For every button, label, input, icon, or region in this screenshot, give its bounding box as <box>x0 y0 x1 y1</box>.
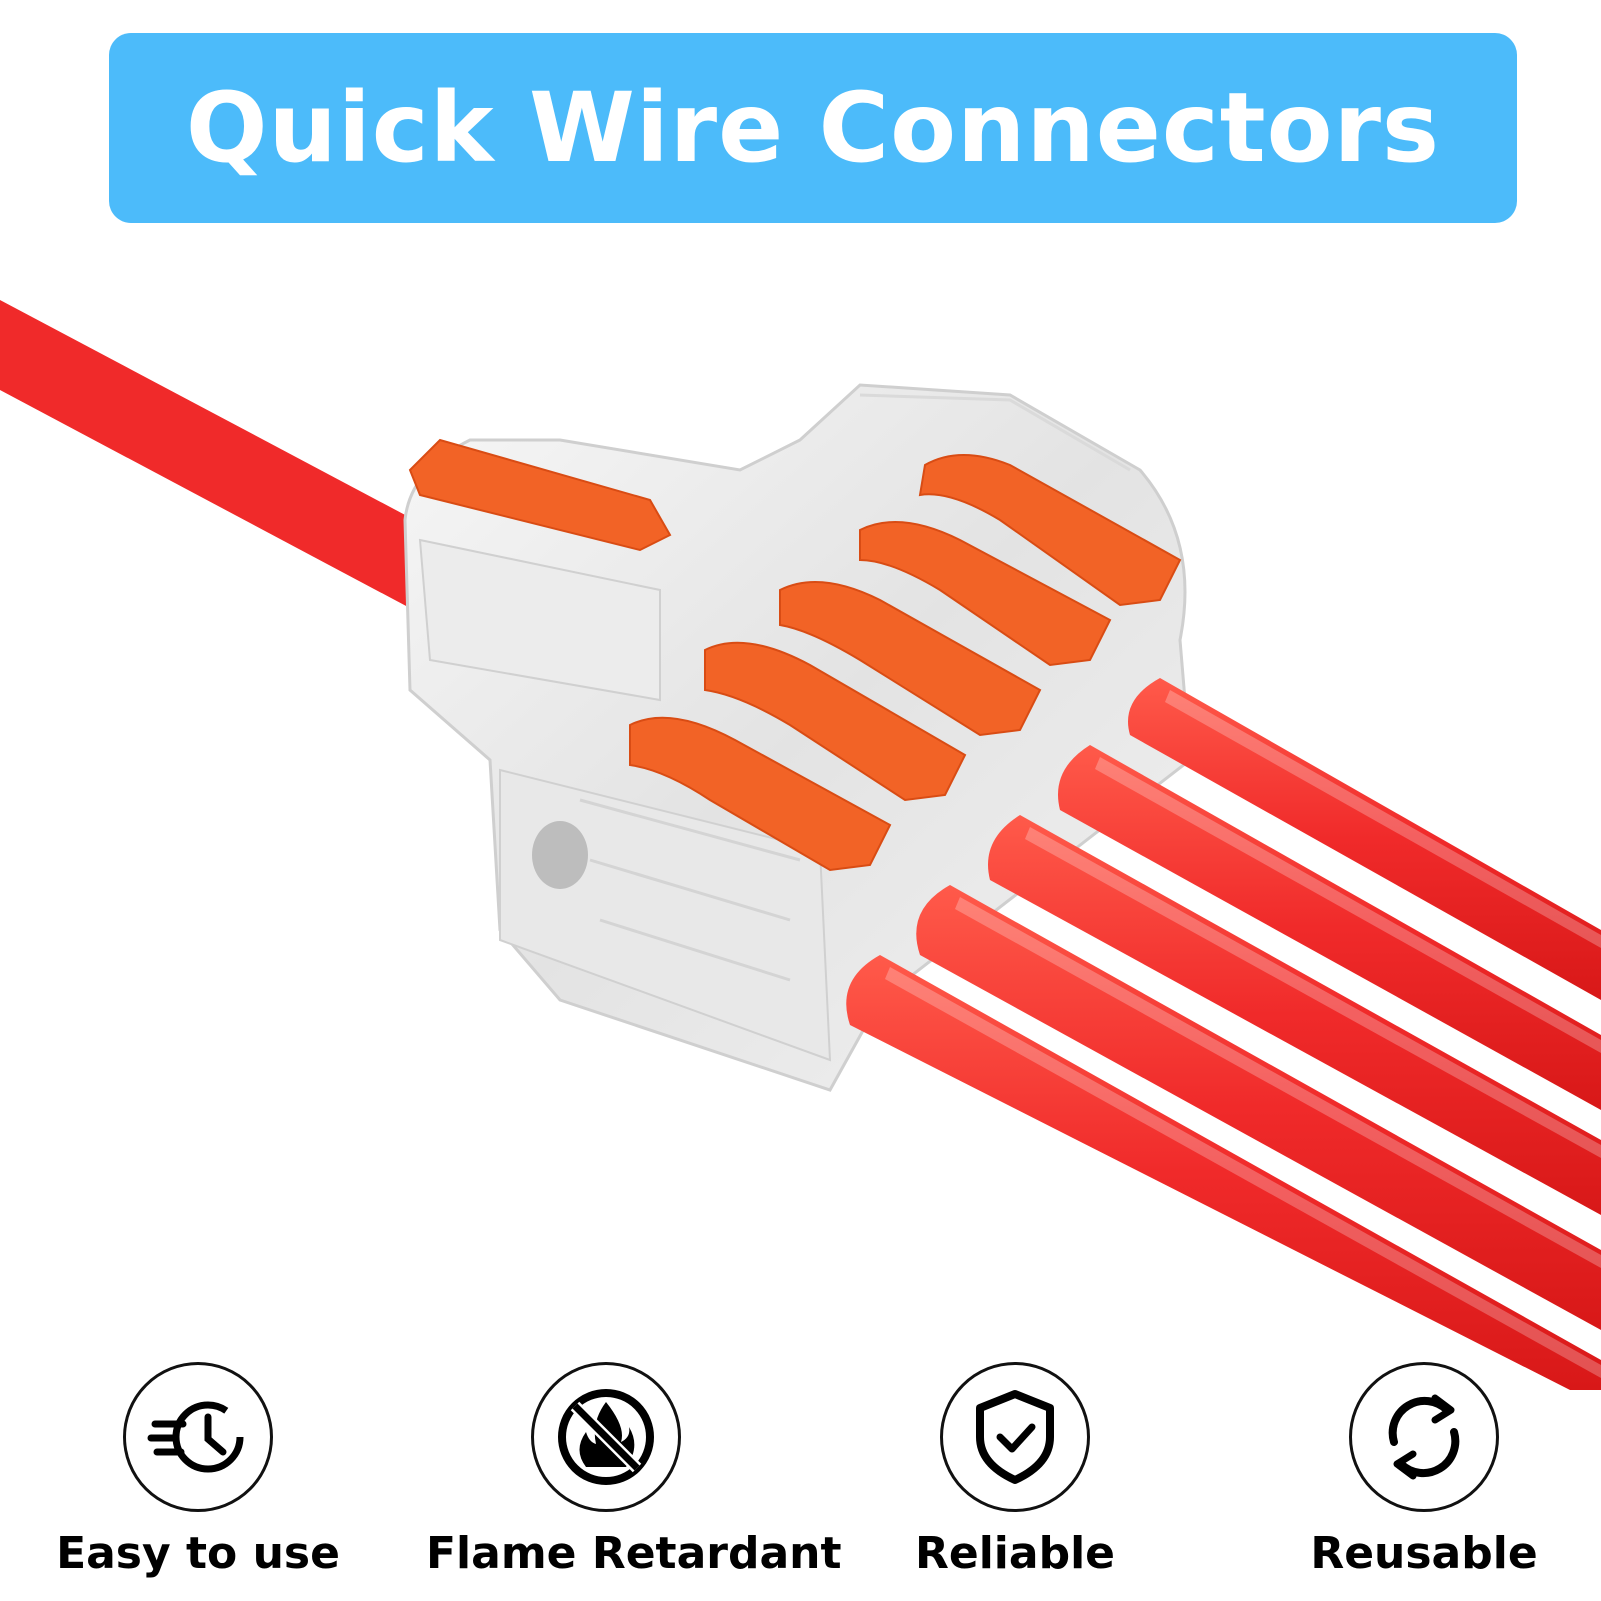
fast-clock-icon <box>123 1362 273 1512</box>
feature-label: Easy to use <box>56 1528 340 1579</box>
no-fire-icon <box>531 1362 681 1512</box>
feature-label: Reliable <box>915 1528 1115 1579</box>
feature-easy-to-use: Easy to use <box>18 1362 378 1579</box>
feature-label: Reusable <box>1310 1528 1538 1579</box>
banner-title: Quick Wire Connectors <box>185 72 1441 184</box>
feature-reliable: Reliable <box>835 1362 1195 1579</box>
feature-flame-retardant: Flame Retardant <box>426 1362 842 1579</box>
orange-levers <box>408 438 1182 872</box>
refresh-icon <box>1349 1362 1499 1512</box>
right-wires <box>846 678 1601 1390</box>
connector-product-image <box>0 300 1601 1390</box>
feature-label: Flame Retardant <box>426 1528 842 1579</box>
title-banner: Quick Wire Connectors <box>109 33 1517 223</box>
shield-check-icon <box>940 1362 1090 1512</box>
left-wire <box>0 300 490 640</box>
feature-reusable: Reusable <box>1244 1362 1601 1579</box>
